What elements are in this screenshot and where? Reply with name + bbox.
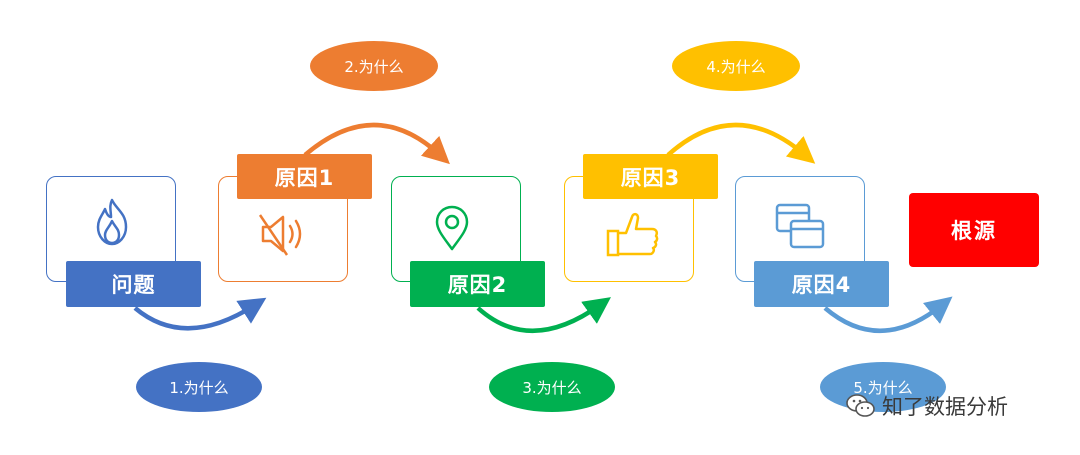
reason-2-label: 原因2: [410, 261, 545, 307]
reason-4-label: 原因4: [754, 261, 889, 307]
arrow-why-5: [823, 296, 953, 333]
arrow-why-2: [303, 122, 450, 165]
wechat-icon: [846, 394, 875, 417]
watermark-text: 知了数据分析: [882, 395, 1008, 419]
overlapping-windows-icon: [775, 203, 825, 249]
why-5-oval: 5.为什么: [820, 362, 946, 412]
thumbs-up-icon: [606, 212, 659, 257]
reason-3-label: 原因3: [583, 154, 718, 199]
speaker-muted-icon: [258, 214, 302, 256]
why-2-oval: 2.为什么: [310, 41, 438, 91]
problem-label: 问题: [66, 261, 201, 307]
root-cause-box: 根源: [909, 193, 1039, 267]
location-pin-icon: [435, 205, 469, 251]
arrow-why-3: [476, 297, 611, 333]
reason-1-label: 原因1: [237, 154, 372, 199]
why-3-oval: 3.为什么: [489, 362, 615, 412]
watermark: 知了数据分析: [846, 391, 1008, 421]
flame-icon: [96, 198, 128, 246]
arrow-why-1: [133, 297, 267, 331]
why-1-oval: 1.为什么: [136, 362, 262, 412]
why-4-oval: 4.为什么: [672, 41, 800, 91]
arrow-why-4: [666, 122, 816, 164]
